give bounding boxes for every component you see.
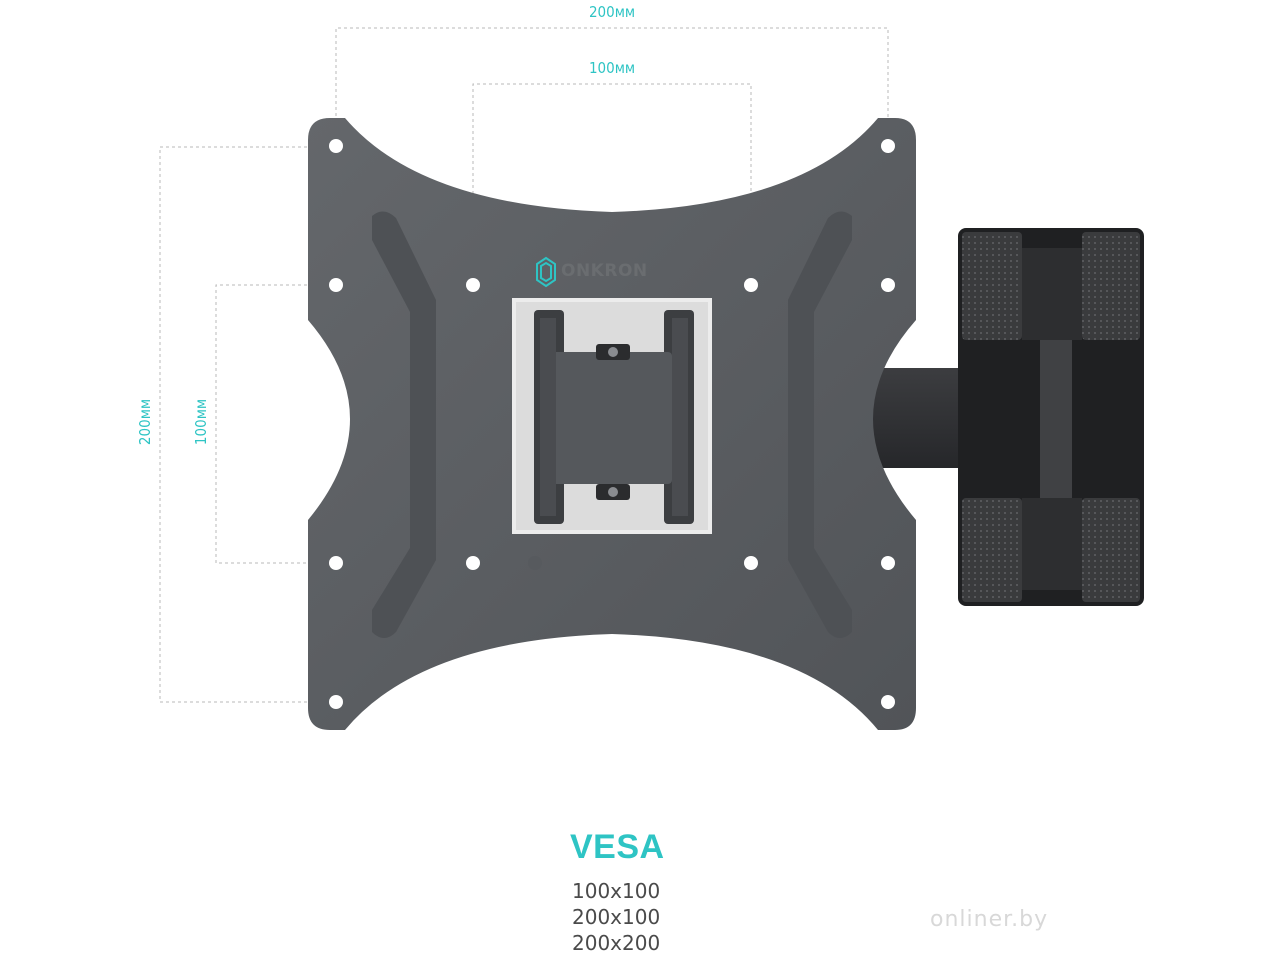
onkron-logo-icon (536, 256, 556, 288)
vesa-size-item: 200x200 (572, 931, 661, 955)
watermark: onliner.by (930, 907, 1049, 932)
vesa-size-item: 100x100 (572, 879, 661, 903)
outer-width-label: 200мм (589, 3, 635, 21)
vesa-size-list: 100x100 200x100 200x200 (572, 878, 712, 956)
brand-logo: ONKRON (536, 256, 648, 288)
inner-width-label: 100мм (589, 59, 635, 77)
inner-height-label: 100мм (192, 399, 210, 445)
vesa-size-item: 200x100 (572, 905, 661, 929)
vesa-title: VESA (570, 828, 665, 866)
tv-plate (308, 118, 916, 730)
brand-name: ONKRON (561, 261, 648, 281)
mounting-holes (329, 139, 895, 709)
wall-plate (958, 228, 1144, 606)
dimension-guides (159, 27, 889, 703)
outer-height-label: 200мм (136, 399, 154, 445)
